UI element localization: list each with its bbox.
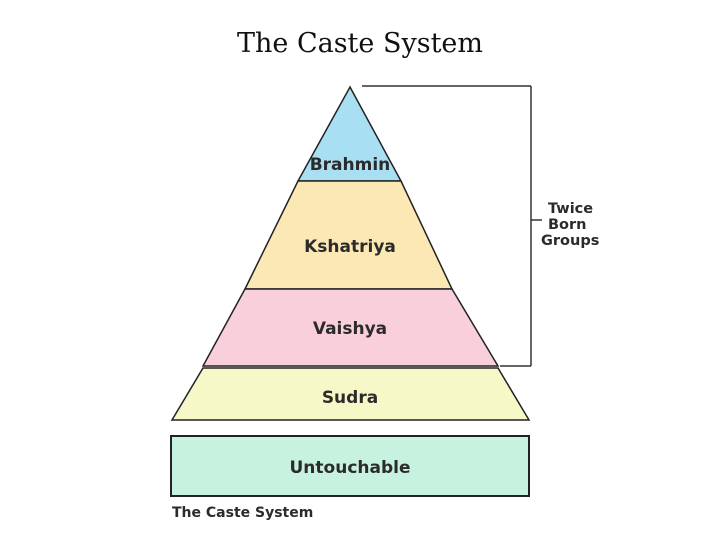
tier-label-sudra: Sudra [322, 388, 378, 408]
tier-label-kshatriya: Kshatriya [304, 237, 396, 257]
bracket-label-groups: Groups [541, 233, 599, 249]
tier-untouchable [170, 435, 530, 497]
tier-vaishya [201, 288, 500, 367]
tier-label-untouchable: Untouchable [290, 458, 411, 478]
tier-sudra [170, 367, 531, 421]
figure-caption: The Caste System [172, 505, 313, 521]
tier-kshatriya [243, 180, 454, 290]
bracket-label-twice: Twice [548, 201, 593, 217]
slide-title: The Caste System [236, 28, 484, 59]
tier-label-brahmin: Brahmin [310, 155, 391, 175]
bracket-label-born: Born [548, 217, 587, 233]
tier-label-vaishya: Vaishya [313, 319, 387, 339]
twice-born-bracket [362, 85, 542, 367]
